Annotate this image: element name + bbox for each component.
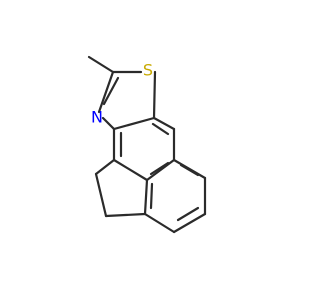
bond-c3-c2a [143, 212, 176, 234]
bond-c9a-c5b [145, 158, 176, 182]
bond-c2-c2a [104, 212, 147, 218]
bond-inner-3 [151, 122, 170, 136]
atom-labels: S N [91, 61, 153, 127]
bond-c7a-c3a [112, 116, 156, 131]
bond-c9b-c1 [94, 158, 116, 176]
bond-c6-c7a [152, 116, 176, 131]
structure-diagram: S N [87, 55, 207, 234]
bond-c4-c3 [172, 212, 207, 234]
bond-inner-6 [149, 182, 154, 210]
bond-n-c2-b [102, 76, 120, 106]
bond-c1-c2 [94, 172, 108, 218]
bond-c2a-c9a [143, 178, 149, 216]
nitrogen-atom-label: N [91, 108, 103, 127]
bond-n-c2-a [97, 70, 115, 114]
bond-s-c7a [152, 70, 157, 120]
bonds [87, 55, 207, 234]
bond-inner-4 [179, 163, 200, 177]
bond-inner-5 [176, 206, 200, 222]
bond-c9b-c9a [112, 158, 149, 182]
bond-inner-2 [149, 161, 170, 176]
molecule-canvas: S N [87, 55, 207, 234]
bond-c3a-n [101, 116, 116, 131]
sulfur-atom-label: S [143, 61, 153, 80]
bond-methyl [87, 55, 115, 74]
